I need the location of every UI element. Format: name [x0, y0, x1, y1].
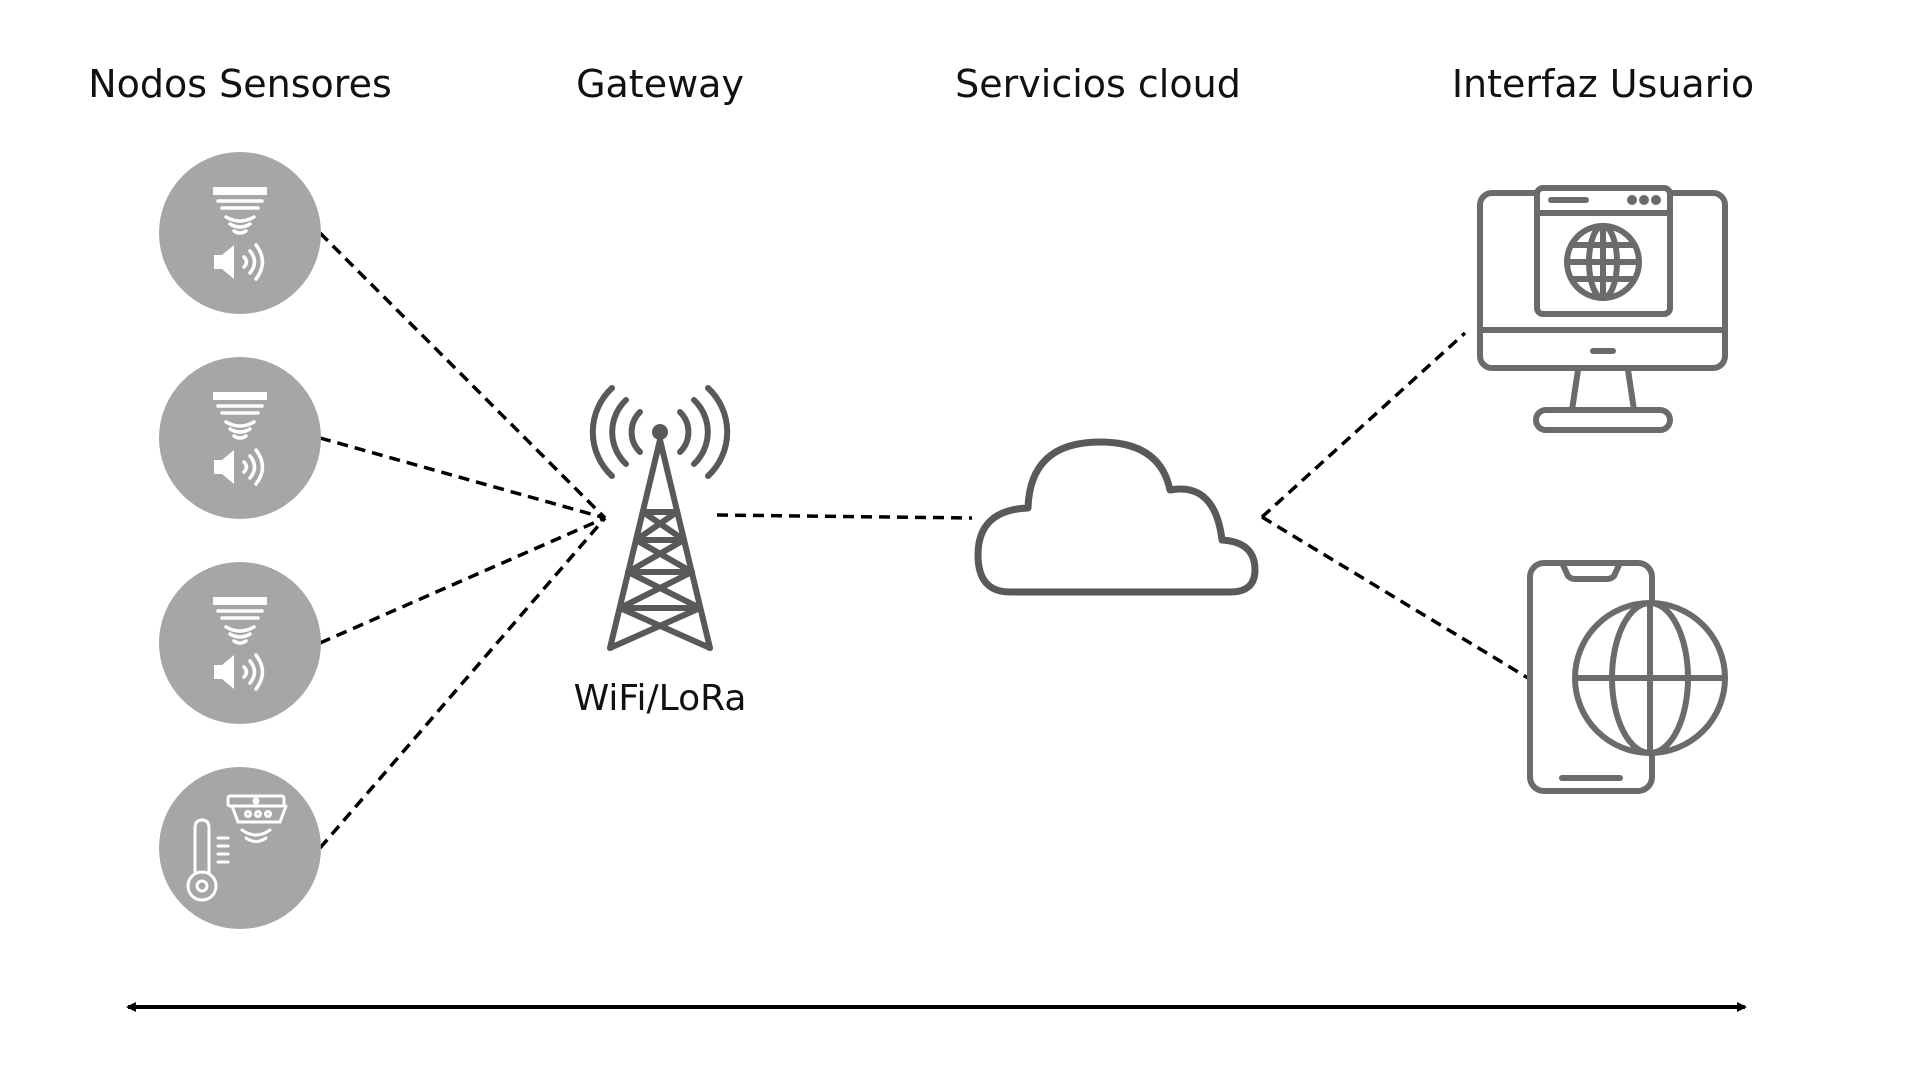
link-sensor-4-gateway	[318, 516, 607, 850]
gateway-protocol-label: WiFi/LoRa	[573, 678, 747, 719]
smartphone-globe-icon	[1527, 560, 1728, 794]
cloud-icon	[974, 438, 1259, 596]
column-title-sensor-nodes: Nodos Sensores	[88, 62, 392, 106]
link-gateway-cloud	[716, 513, 973, 520]
sensor-node-2	[159, 357, 321, 519]
column-title-gateway: Gateway	[576, 62, 744, 106]
sensor-node-3	[159, 562, 321, 724]
antenna-tower-icon	[589, 385, 731, 651]
column-title-user-interface: Interfaz Usuario	[1451, 62, 1755, 106]
link-sensor-2-gateway	[319, 436, 606, 520]
link-cloud-desktop	[1260, 331, 1467, 519]
sensor-node-1	[159, 152, 321, 314]
column-title-cloud-services: Servicios cloud	[955, 62, 1241, 106]
link-cloud-smartphone	[1261, 515, 1529, 680]
sensor-node-4	[159, 767, 321, 929]
link-sensor-1-gateway	[318, 231, 607, 520]
desktop-monitor-globe-icon	[1477, 185, 1728, 433]
sensor-links	[318, 231, 1529, 850]
link-sensor-3-gateway	[319, 516, 606, 645]
